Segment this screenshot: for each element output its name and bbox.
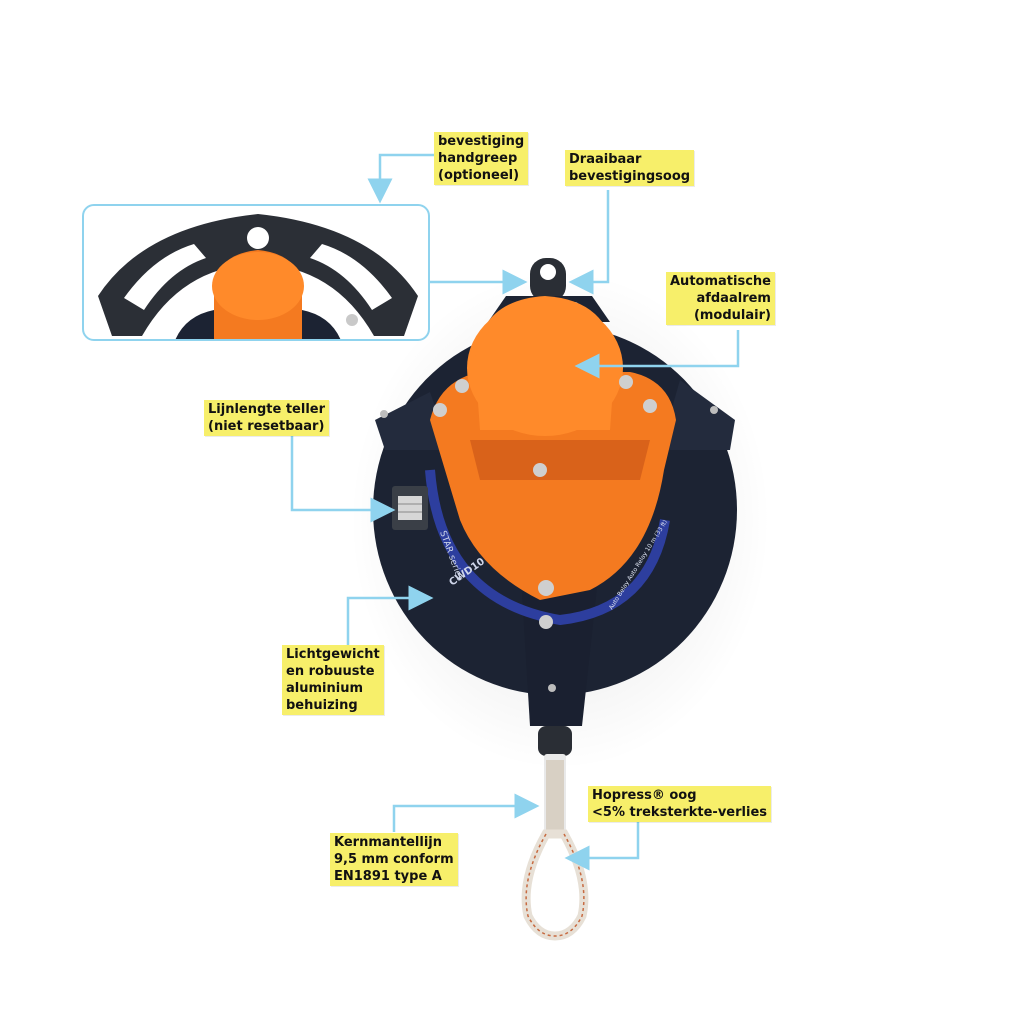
callout-arrows [290, 153, 740, 871]
arrow-counter [290, 430, 396, 523]
label-counter: Lijnlengte teller(niet resetbaar) [204, 400, 330, 436]
arrow-brake [574, 330, 740, 379]
rope [521, 754, 589, 941]
arrow-swivel [568, 190, 610, 295]
arrow-rope [392, 793, 540, 832]
handle-inset-frame [82, 204, 430, 341]
label-hopress: Hopress® oog<5% treksterkte-verlies [588, 786, 771, 822]
swivel-eye [530, 258, 566, 302]
handle-inset-image [98, 214, 418, 339]
arrow-housing [346, 585, 434, 645]
arrow-hopress [564, 822, 640, 871]
arrow-handle [367, 153, 434, 204]
line-counter [392, 486, 428, 530]
brake-module [430, 296, 676, 629]
